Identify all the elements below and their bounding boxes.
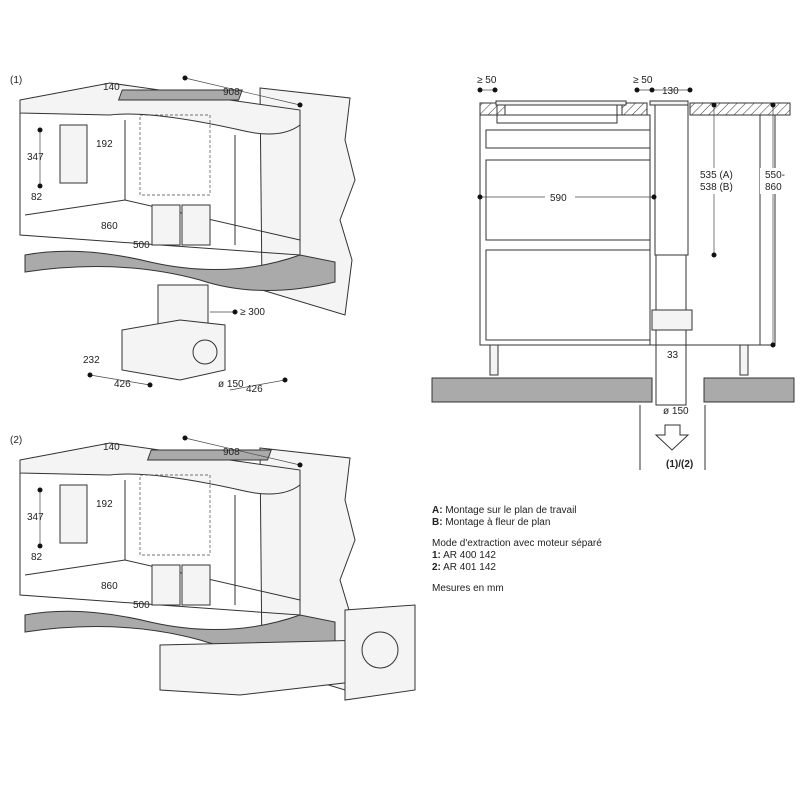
legend-b-text: Montage à fleur de plan xyxy=(443,517,551,528)
section-view: ≥ 50 ≥ 50 130 590 535 (A) 538 (B) 550- 8… xyxy=(431,75,798,470)
dim-347: 347 xyxy=(27,152,44,163)
dim-908: 908 xyxy=(223,87,240,98)
dim-500: 500 xyxy=(133,600,150,611)
diagram-2: (2) 140 908 192 347 82 860 500 xyxy=(10,435,416,701)
hood-body xyxy=(654,104,689,256)
outlet-label: (1)/(2) xyxy=(666,459,693,470)
dim-500: 500 xyxy=(133,240,150,251)
hood-slot xyxy=(146,449,272,461)
dim-192: 192 xyxy=(96,499,113,510)
dim-82: 82 xyxy=(31,192,43,203)
svg-text:2: AR 401 142: 2: AR 401 142 xyxy=(432,562,496,573)
outlet-arrow-icon xyxy=(654,424,690,451)
diagram-1-label: (1) xyxy=(10,75,22,86)
duct xyxy=(157,284,209,326)
svg-text:B: Montage à fleur de plan: B: Montage à fleur de plan xyxy=(432,517,550,528)
floor xyxy=(431,377,653,403)
dim-426a: 426 xyxy=(114,379,131,390)
dim-426b: 426 xyxy=(246,384,263,395)
legend-a-text: Montage sur le plan de travail xyxy=(443,505,577,516)
dim-232: 232 xyxy=(83,355,100,366)
dim-860: 860 xyxy=(765,182,782,193)
svg-text:A: Montage sur le plan de trav: A: Montage sur le plan de travail xyxy=(432,505,577,516)
dim-140: 140 xyxy=(103,442,120,453)
legend-units: Mesures en mm xyxy=(432,583,504,594)
legend-1-key: 1: xyxy=(432,550,441,561)
svg-text:1: AR 400 142: 1: AR 400 142 xyxy=(432,550,496,561)
dim-150: ø 150 xyxy=(218,379,244,390)
dim-347: 347 xyxy=(27,512,44,523)
dim-ge50-left: ≥ 50 xyxy=(477,75,497,86)
worktop xyxy=(19,82,301,135)
dim-538: 538 (B) xyxy=(700,182,733,193)
dim-82: 82 xyxy=(31,552,43,563)
dim-550: 550- xyxy=(765,170,785,181)
dim-300: ≥ 300 xyxy=(240,307,265,318)
worktop xyxy=(19,442,301,495)
diagram-2-label: (2) xyxy=(10,435,22,446)
motor-box xyxy=(59,484,88,544)
dim-150: ø 150 xyxy=(663,406,689,417)
base-cabinet xyxy=(479,114,651,346)
dim-140: 140 xyxy=(103,82,120,93)
dim-130: 130 xyxy=(662,86,679,97)
hood-slot xyxy=(117,89,243,101)
legend-b-key: B: xyxy=(432,517,443,528)
dim-860: 860 xyxy=(101,581,118,592)
legend-2-text: AR 401 142 xyxy=(441,562,496,573)
diagram-1: (1) 140 908 192 347 82 860 50 xyxy=(10,75,356,395)
hob xyxy=(495,100,627,106)
legend-a-key: A: xyxy=(432,505,443,516)
horizontal-duct xyxy=(159,639,371,696)
dim-ge50-right: ≥ 50 xyxy=(633,75,653,86)
legend: A: Montage sur le plan de travail B: Mon… xyxy=(432,505,602,594)
legend-mode: Mode d'extraction avec moteur séparé xyxy=(432,538,602,549)
legend-2-key: 2: xyxy=(432,562,441,573)
hood-top xyxy=(649,100,689,106)
dim-908: 908 xyxy=(223,447,240,458)
motor-box xyxy=(59,124,88,184)
dim-192: 192 xyxy=(96,139,113,150)
wall xyxy=(259,87,356,316)
dim-33: 33 xyxy=(667,350,679,361)
dim-535: 535 (A) xyxy=(700,170,733,181)
floor-section xyxy=(24,250,336,291)
legend-1-text: AR 400 142 xyxy=(441,550,496,561)
dim-860: 860 xyxy=(101,221,118,232)
dim-590: 590 xyxy=(550,193,567,204)
remote-motor xyxy=(121,319,226,381)
